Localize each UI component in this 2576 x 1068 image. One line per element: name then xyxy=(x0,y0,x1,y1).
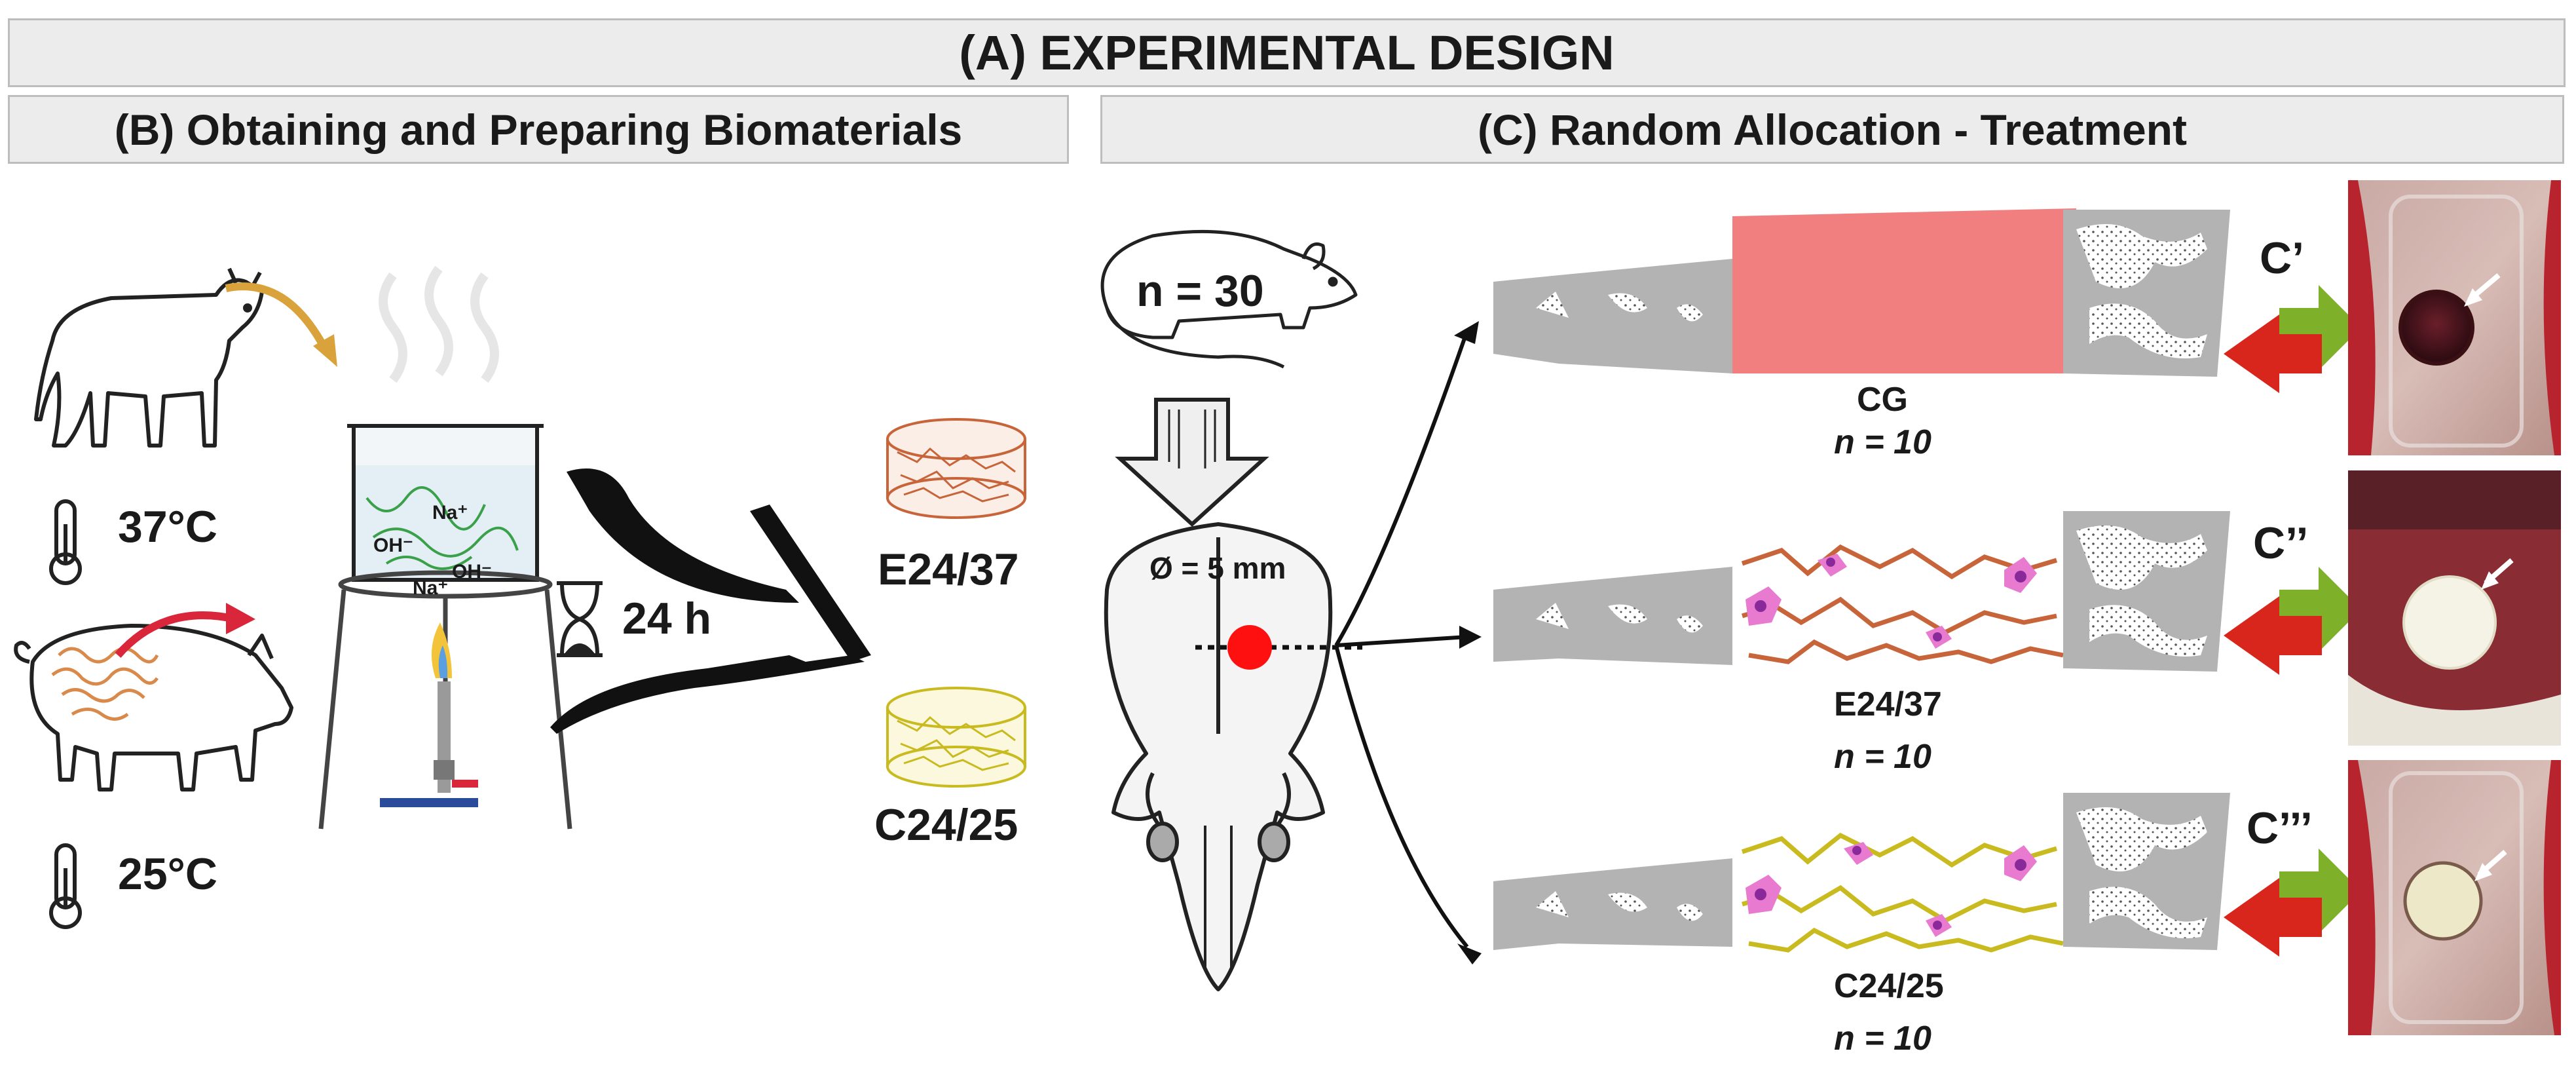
ion-label: OH⁻ xyxy=(373,535,413,556)
group-name-c2425: C24/25 xyxy=(1834,967,1944,1005)
panel-label-c1: C’ xyxy=(2260,233,2304,283)
bidirectional-arrow-icon xyxy=(2224,285,2361,393)
group-n-cg: n = 10 xyxy=(1834,423,1932,461)
bovine-temperature: 37°C xyxy=(118,502,217,552)
bone-segment-cg xyxy=(1493,208,2230,377)
thermometer-icon xyxy=(49,843,82,929)
panel-label-c2: C’’ xyxy=(2253,518,2309,568)
rat-icon xyxy=(1100,229,1358,369)
surgical-photo-cg xyxy=(2348,180,2561,455)
hourglass-icon xyxy=(557,581,603,657)
sample-size-total: n = 30 xyxy=(1136,266,1264,316)
skull-icon xyxy=(1104,522,1333,991)
panel-label-c3: C’’’ xyxy=(2247,803,2313,853)
process-arrows xyxy=(550,468,871,734)
thermometer-icon xyxy=(49,499,82,585)
group-n-c2425: n = 10 xyxy=(1834,1020,1932,1058)
arrow-head xyxy=(1454,321,1479,344)
cow-arrow xyxy=(225,282,331,356)
ion-label: Na⁺ xyxy=(413,577,449,599)
defect-diameter: Ø = 5 mm xyxy=(1149,551,1286,585)
arrow-head xyxy=(1459,626,1482,649)
ion-label: OH⁻ xyxy=(452,561,492,582)
ion-label: Na⁺ xyxy=(432,502,468,524)
steam-icon xyxy=(379,265,499,383)
group-name-cg: CG xyxy=(1857,381,1908,419)
allocation-arrows xyxy=(1334,330,1469,948)
bidirectional-arrow-icon xyxy=(2224,849,2361,957)
beaker-icon xyxy=(347,424,544,582)
bovine-scaffold-disc xyxy=(886,418,1026,519)
cow-arrow-head xyxy=(313,334,337,367)
product-label-porcine: C24/25 xyxy=(874,800,1018,850)
arrow-head xyxy=(1457,944,1482,964)
surgical-photo-c2425 xyxy=(2348,760,2561,1035)
porcine-scaffold-disc xyxy=(886,687,1026,788)
bunsen-burner-icon xyxy=(380,622,478,807)
down-arrow-icon xyxy=(1115,398,1269,527)
pig-arrow xyxy=(115,611,237,658)
bone-segment-c2425 xyxy=(1493,793,2230,953)
bone-segment-e2437 xyxy=(1493,511,2230,672)
section-b-title: (B) Obtaining and Preparing Biomaterials xyxy=(8,95,1069,164)
cow-icon xyxy=(34,267,264,448)
product-label-bovine: E24/37 xyxy=(878,544,1019,594)
porcine-temperature: 25°C xyxy=(118,849,217,899)
group-n-e2437: n = 10 xyxy=(1834,738,1932,776)
pig-skin-icon xyxy=(51,647,159,721)
surgical-photo-e2437 xyxy=(2348,470,2561,746)
figure-title: (A) EXPERIMENTAL DESIGN xyxy=(8,18,2566,87)
time-label: 24 h xyxy=(622,594,712,643)
section-c-title: (C) Random Allocation - Treatment xyxy=(1100,95,2564,164)
bidirectional-arrow-icon xyxy=(2224,567,2361,675)
pig-arrow-head xyxy=(226,603,255,634)
group-name-e2437: E24/37 xyxy=(1834,685,1942,723)
pig-icon xyxy=(14,624,293,791)
defect-circle xyxy=(1227,625,1272,670)
